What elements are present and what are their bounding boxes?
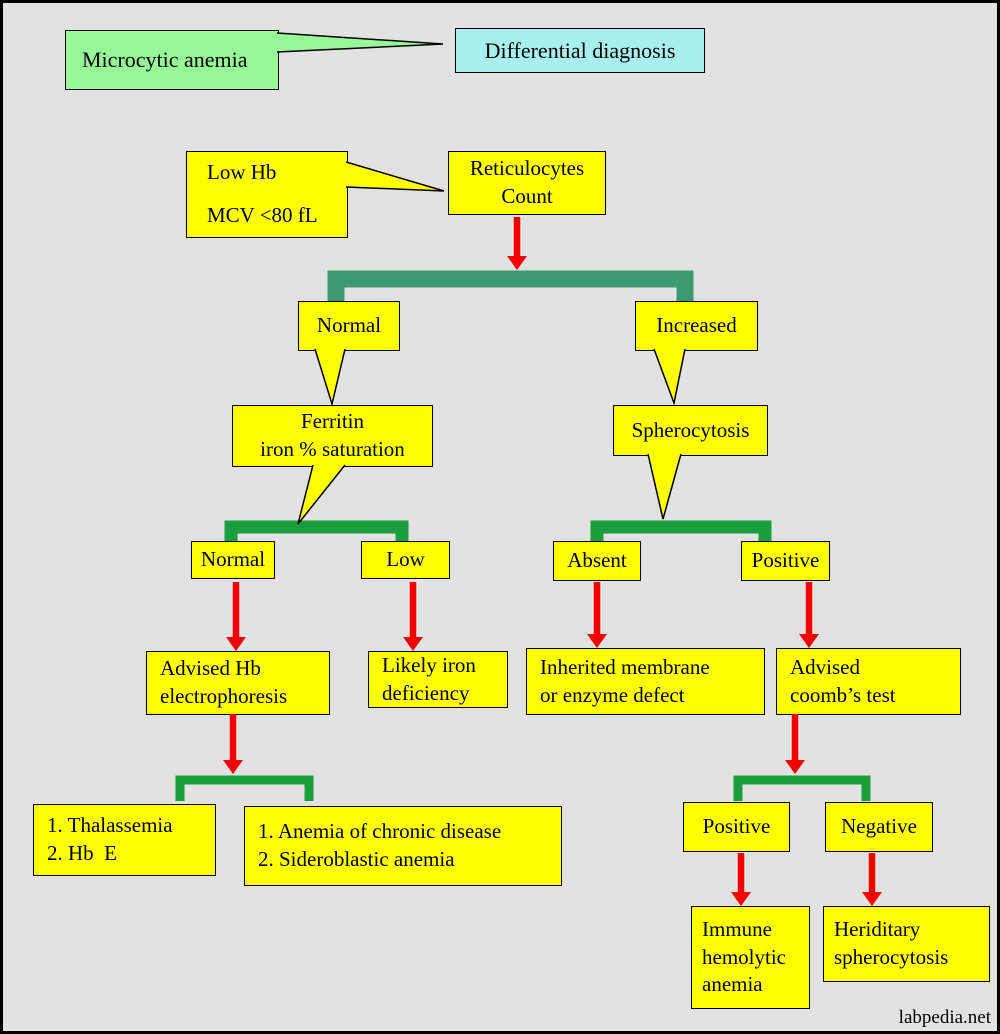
- callout-tail-normal-to-ferritin: [314, 348, 346, 407]
- node-ferritin: Ferritin iron % saturation: [232, 405, 433, 467]
- callout-tail-criteria: [345, 161, 445, 192]
- node-retic-increased: Increased: [635, 301, 758, 351]
- node-hereditary-spherocytosis: Heriditary spherocytosis: [823, 906, 990, 982]
- criteria-callout: Low Hb MCV <80 fL: [186, 151, 348, 238]
- arrow-negative-to-hereditary: [862, 853, 882, 906]
- callout-tail-spherocytosis-to-split: [647, 453, 682, 520]
- node-coombs-positive: Positive: [683, 802, 790, 852]
- node-inherited-membrane-defect: Inherited membrane or enzyme defect: [526, 648, 765, 715]
- node-reticulocytes-count: Reticulocytes Count: [448, 151, 606, 215]
- node-coombs-negative: Negative: [825, 802, 933, 852]
- callout-tail-ferritin-to-split: [297, 464, 346, 525]
- arrow-coombs-down: [785, 714, 805, 774]
- node-ferritin-low: Low: [361, 541, 450, 579]
- callout-tail-topic: [276, 32, 444, 53]
- bracket-coombs-split: [733, 775, 871, 801]
- arrow-positive-to-immune: [731, 853, 751, 906]
- node-spherocytosis: Spherocytosis: [613, 405, 768, 456]
- node-advised-hb-electrophoresis: Advised Hb electrophoresis: [146, 651, 330, 715]
- callout-tail-increased-to-spherocytosis: [653, 348, 686, 406]
- node-likely-iron-deficiency: Likely iron deficiency: [368, 651, 508, 708]
- node-immune-hemolytic-anemia: Immune hemolytic anemia: [691, 906, 810, 1009]
- arrow-low-to-likely-iron: [403, 582, 423, 651]
- arrow-absent-to-inherited: [587, 582, 607, 648]
- bracket-electrophoresis-split: [175, 775, 314, 801]
- node-advised-coombs-test: Advised coomb’s test: [776, 648, 961, 715]
- topic-callout: Microcytic anemia: [65, 30, 279, 90]
- node-retic-normal: Normal: [298, 301, 400, 351]
- arrow-reticulocytes-down: [507, 217, 527, 270]
- node-ferritin-normal: Normal: [191, 541, 275, 579]
- arrow-advised-hb-down: [223, 714, 243, 774]
- arrow-positive-to-coombs: [799, 582, 819, 648]
- node-sphero-absent: Absent: [553, 541, 641, 581]
- subtitle-box: Differential diagnosis: [455, 28, 705, 73]
- node-sphero-positive: Positive: [741, 541, 830, 581]
- watermark: labpedia.net: [898, 1007, 991, 1028]
- subtitle-label: Differential diagnosis: [484, 37, 676, 63]
- bracket-reticulocytes-split: [327, 270, 694, 303]
- topic-label: Microcytic anemia: [82, 47, 248, 73]
- node-thalassemia-group: 1. Thalassemia 2. Hb E: [33, 804, 216, 876]
- arrow-normal-to-advised-hb: [226, 582, 246, 651]
- node-chronic-disease-group: 1. Anemia of chronic disease 2. Siderobl…: [244, 806, 562, 886]
